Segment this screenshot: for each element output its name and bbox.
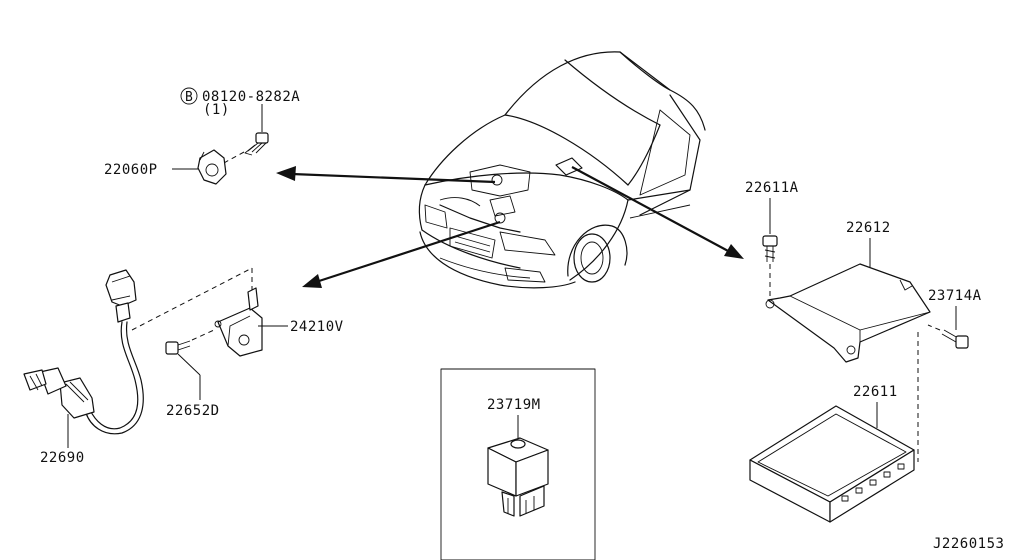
label-bracket: 24210V bbox=[290, 319, 344, 335]
relay-icon bbox=[487, 437, 549, 517]
bracket-bolt-icon bbox=[165, 340, 191, 355]
ecm-bracket-icon bbox=[765, 263, 931, 363]
label-ecm-bolt-side: 23714A bbox=[928, 288, 982, 304]
knock-sensor-group: B 08120-8282A (1) 22060P bbox=[104, 87, 300, 185]
car-front-illustration bbox=[418, 51, 706, 289]
label-bolt-qty: (1) bbox=[203, 102, 230, 118]
label-relay: 23719M bbox=[487, 397, 541, 413]
bolt-badge-letter: B bbox=[185, 90, 193, 105]
ecm-unit-icon bbox=[749, 405, 915, 523]
label-ecm: 22611 bbox=[853, 384, 898, 400]
label-ecm-bracket: 22612 bbox=[846, 220, 891, 236]
label-bolt-ref: 08120-8282A bbox=[202, 89, 300, 105]
ecm-side-bolt-icon bbox=[941, 329, 969, 349]
connector-icon bbox=[105, 269, 137, 323]
label-knock-sensor: 22060P bbox=[104, 162, 158, 178]
callout-arrows bbox=[276, 166, 744, 288]
label-bracket-bolt: 22652D bbox=[166, 403, 220, 419]
relay-inset-frame bbox=[440, 368, 596, 560]
bolt-badge-icon bbox=[180, 87, 198, 105]
o2-sensor-group: 22690 24210V 22652D bbox=[23, 267, 344, 466]
bolt-icon bbox=[244, 132, 269, 156]
ecm-group: 22611A 22612 23714A 22611 bbox=[745, 180, 982, 523]
diagram-code: J2260153 bbox=[933, 536, 1004, 552]
knock-sensor-icon bbox=[197, 149, 227, 185]
label-o2-sensor: 22690 bbox=[40, 450, 85, 466]
relay-group: 23719M bbox=[440, 368, 596, 560]
oxygen-sensor-icon bbox=[23, 367, 95, 419]
ecm-top-bolt-icon bbox=[762, 235, 778, 262]
label-ecm-bolt-top: 22611A bbox=[745, 180, 799, 196]
sensor-bracket-icon bbox=[214, 287, 263, 357]
